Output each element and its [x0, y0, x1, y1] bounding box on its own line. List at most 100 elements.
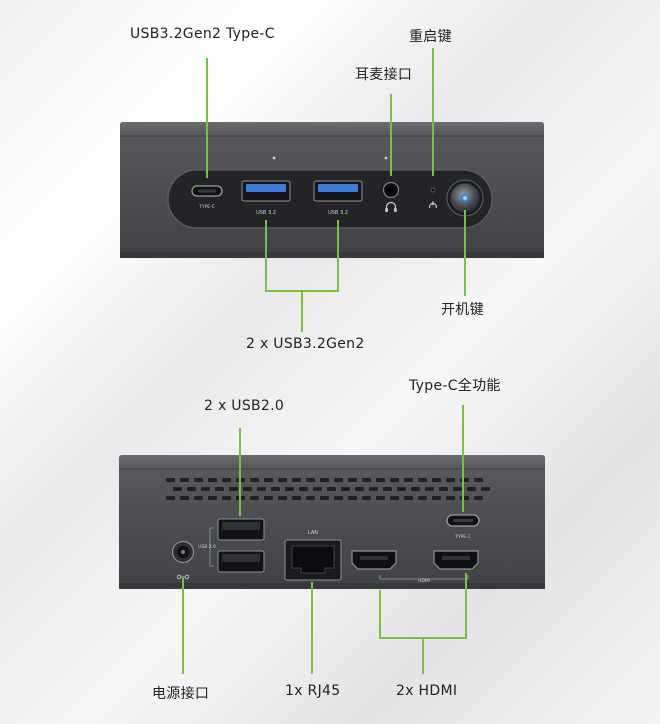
label-lan: 1x RJ45: [285, 683, 341, 699]
vent-slot: [390, 496, 399, 500]
label-hdmi: 2x HDMI: [396, 683, 458, 699]
usb20-print: USB 2.0: [198, 544, 216, 550]
vent-slot: [432, 478, 441, 482]
vent-slot: [404, 496, 413, 500]
vent-slot: [334, 496, 343, 500]
usb32-port-a: USB 3.2: [241, 180, 291, 216]
vent-slot: [278, 496, 287, 500]
vent-slot: [264, 496, 273, 500]
vent-slot: [474, 478, 483, 482]
lan-print: LAN: [308, 530, 318, 536]
vent-slot: [432, 496, 441, 500]
vent-slot: [208, 478, 217, 482]
power-button-icon: [446, 179, 484, 217]
rear-type-c-port: TYPE-C: [446, 514, 480, 540]
headset-jack: [382, 181, 400, 212]
rj45-port: LAN: [284, 530, 342, 581]
vent-slot: [250, 478, 259, 482]
vent-slot: [446, 496, 455, 500]
vent-grille: [166, 478, 490, 500]
vent-slot: [166, 478, 175, 482]
front-panel-device: TYPE-C USB 3.2 USB 3.2: [120, 122, 544, 258]
vent-slot: [243, 487, 252, 491]
vent-slot: [180, 478, 189, 482]
vent-slot: [222, 478, 231, 482]
vent-slot: [355, 487, 364, 491]
headset-icon: [385, 201, 397, 212]
label-power-key: 开机键: [441, 302, 484, 318]
vent-slot: [460, 496, 469, 500]
label-usb32-pair: 2 x USB3.2Gen2: [246, 336, 365, 352]
vent-slot: [334, 478, 343, 482]
vent-slot: [166, 496, 175, 500]
vent-slot: [369, 487, 378, 491]
vent-slot: [320, 496, 329, 500]
vent-slot: [418, 478, 427, 482]
vent-slot: [299, 487, 308, 491]
vent-slot: [250, 496, 259, 500]
dc-power-icon: [176, 574, 190, 580]
vent-slot: [271, 487, 280, 491]
vent-slot: [481, 487, 490, 491]
vent-slot: [313, 487, 322, 491]
vent-slot: [376, 478, 385, 482]
vent-slot: [257, 487, 266, 491]
vent-slot: [173, 487, 182, 491]
label-power-input: 电源接口: [152, 686, 210, 702]
vent-slot: [453, 487, 462, 491]
label-headset-jack: 耳麦接口: [355, 67, 413, 83]
label-type-c-full: Type-C全功能: [409, 378, 501, 394]
front-type-c-port: TYPE-C: [191, 185, 223, 210]
rear-type-c-print: TYPE-C: [454, 534, 471, 540]
vent-slot: [404, 478, 413, 482]
vent-slot: [292, 496, 301, 500]
vent-slot: [285, 487, 294, 491]
front-leader-lines: [206, 48, 466, 332]
label-usb-c-front: USB3.2Gen2 Type-C: [130, 26, 275, 42]
vent-slot: [467, 487, 476, 491]
vent-slot: [376, 496, 385, 500]
vent-slot: [362, 496, 371, 500]
vent-slot: [390, 478, 399, 482]
vent-slot: [306, 496, 315, 500]
vent-slot: [215, 487, 224, 491]
vent-slot: [397, 487, 406, 491]
usb20-ports: USB 2.0: [198, 518, 265, 573]
vent-slot: [474, 496, 483, 500]
vent-slot: [292, 478, 301, 482]
usb32-b-print: USB 3.2: [328, 210, 348, 216]
vent-slot: [418, 496, 427, 500]
vent-slot: [383, 487, 392, 491]
vent-slot: [362, 478, 371, 482]
rear-panel-device: USB 2.0 LAN HDMI: [119, 455, 545, 589]
vent-slot: [187, 487, 196, 491]
reset-pinhole-icon: [429, 187, 437, 209]
dc-power-jack: [171, 540, 195, 580]
vent-slot: [201, 487, 210, 491]
usb32-a-print: USB 3.2: [256, 210, 276, 216]
vent-slot: [446, 478, 455, 482]
vent-slot: [194, 496, 203, 500]
hdmi-print: HDMI: [418, 578, 430, 584]
hdmi-port-2: [433, 550, 479, 570]
label-reset-key: 重启键: [409, 29, 452, 45]
vent-slot: [411, 487, 420, 491]
vent-slot: [180, 496, 189, 500]
label-usb20-pair: 2 x USB2.0: [204, 398, 285, 414]
vent-slot: [264, 478, 273, 482]
vent-slot: [306, 478, 315, 482]
vent-slot: [460, 478, 469, 482]
usb32-port-b: USB 3.2: [313, 180, 363, 216]
vent-slot: [222, 496, 231, 500]
vent-slot: [278, 478, 287, 482]
front-type-c-print: TYPE-C: [198, 204, 215, 210]
vent-slot: [208, 496, 217, 500]
vent-slot: [348, 496, 357, 500]
vent-slot: [320, 478, 329, 482]
vent-slot: [327, 487, 336, 491]
vent-slot: [425, 487, 434, 491]
rear-leader-lines: [182, 405, 467, 674]
vent-slot: [194, 478, 203, 482]
